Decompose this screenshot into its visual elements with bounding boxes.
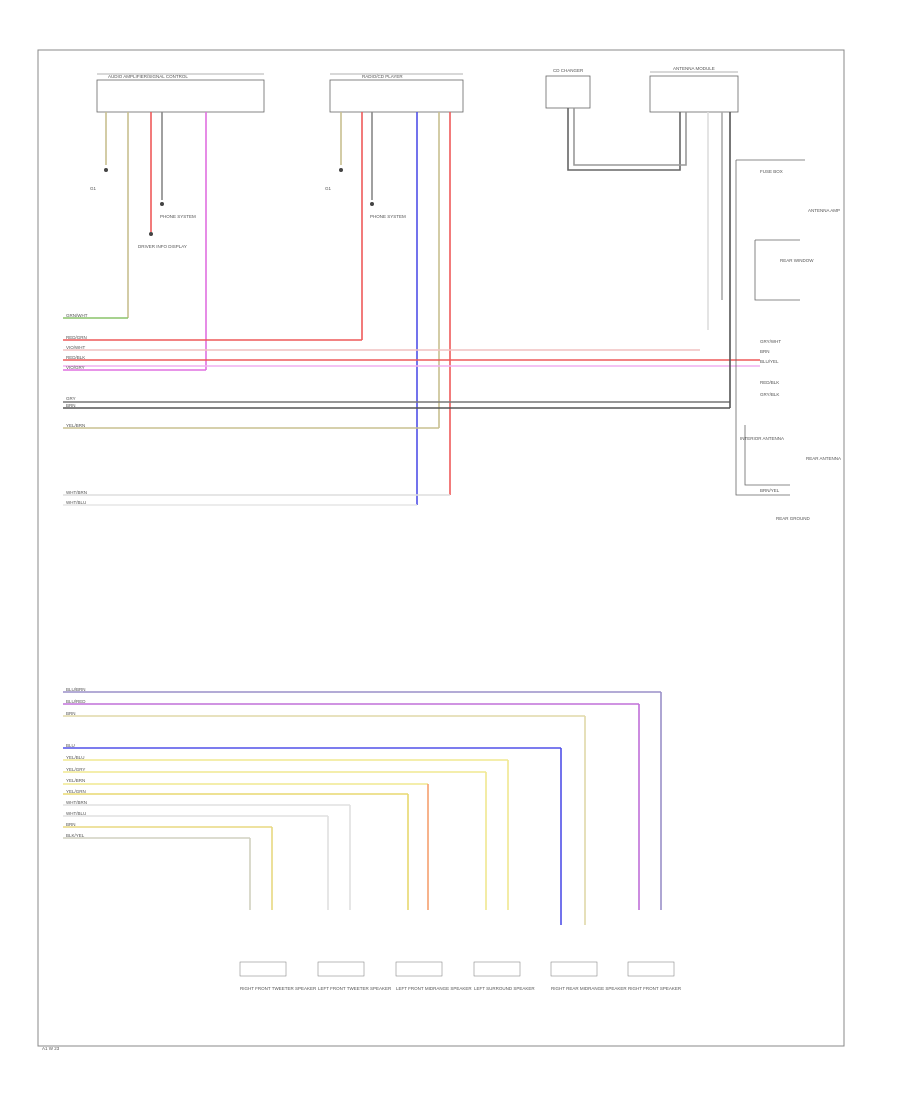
wire-paths bbox=[63, 108, 805, 925]
pin-label-e: GRY/BLK bbox=[760, 392, 779, 397]
antenna-amp-label: ANTENNA AMP bbox=[808, 208, 840, 213]
ground-label-mid: G1 bbox=[325, 186, 332, 191]
audio-amplifier-component: AUDIO AMPLIFIER/SIGNAL CONTROL bbox=[96, 73, 265, 113]
footer-code: A1 W 23 bbox=[42, 1046, 60, 1051]
cd-changer-component: CD CHANGER bbox=[545, 68, 591, 109]
speaker: LEFT FRONT TWEETER SPEAKER bbox=[317, 961, 392, 991]
wire-label: VIO/GRY bbox=[66, 365, 85, 370]
wire-label: YEL/BRN bbox=[66, 423, 85, 428]
wire-label: VIO/WHT bbox=[66, 345, 85, 350]
wire-label: RED/GRN bbox=[66, 335, 87, 340]
speaker-label: LEFT FRONT MIDRANGE SPEAKER bbox=[396, 986, 472, 991]
rear-window-label: REAR WINDOW bbox=[780, 258, 814, 263]
speaker: RIGHT REAR MIDRANGE SPEAKER bbox=[550, 961, 627, 991]
diagram-frame bbox=[37, 49, 845, 1047]
speaker-label: LEFT FRONT TWEETER SPEAKER bbox=[318, 986, 392, 991]
antenna-module-label: ANTENNA MODULE bbox=[673, 66, 715, 71]
speaker-label: RIGHT FRONT TWEETER SPEAKER bbox=[240, 986, 317, 991]
radio-component: RADIO/CD PLAYER bbox=[329, 73, 464, 113]
wire-label: WHT/BRN bbox=[66, 800, 87, 805]
ground-label-left: G1 bbox=[90, 186, 97, 191]
fuse-label: FUSE BOX bbox=[760, 169, 783, 174]
pin-label-d: RED/BLK bbox=[760, 380, 779, 385]
wire-label: BRN bbox=[66, 403, 76, 408]
wire-label: BRN bbox=[66, 822, 76, 827]
cd-changer-label: CD CHANGER bbox=[553, 68, 584, 73]
wire-label: BLU/BRN bbox=[66, 687, 86, 692]
interior-antenna-label: INTERIOR ANTENNA bbox=[740, 436, 784, 441]
amp-ref-label-a: PHONE SYSTEM bbox=[160, 214, 196, 219]
wire-label: GRN/WHT bbox=[66, 313, 88, 318]
wire-label: WHT/BLU bbox=[66, 811, 86, 816]
amp-ref-label-b: DRIVER INFO DISPLAY bbox=[138, 244, 187, 249]
antenna-module-component: ANTENNA MODULE bbox=[649, 66, 739, 113]
rear-ground-label: REAR GROUND bbox=[776, 516, 811, 521]
audio-amplifier-label: AUDIO AMPLIFIER/SIGNAL CONTROL bbox=[108, 74, 188, 79]
speaker: RIGHT FRONT TWEETER SPEAKER bbox=[239, 961, 317, 991]
top-wire-labels: GRN/WHT RED/GRN VIO/WHT RED/BLK VIO/GRY … bbox=[66, 313, 88, 505]
speaker-label: LEFT SURROUND SPEAKER bbox=[474, 986, 535, 991]
wire-label: YEL/GRY bbox=[66, 767, 85, 772]
speaker-label: RIGHT REAR MIDRANGE SPEAKER bbox=[551, 986, 627, 991]
wire-label: YEL/GRN bbox=[66, 789, 86, 794]
wire-label: WHT/BRN bbox=[66, 490, 87, 495]
wire-label: YEL/BRN bbox=[66, 778, 85, 783]
wire-label: WHT/BLU bbox=[66, 500, 86, 505]
rear-antenna-label: REAR ANTENNA bbox=[806, 456, 841, 461]
speaker-row: RIGHT FRONT TWEETER SPEAKER LEFT FRONT T… bbox=[239, 961, 682, 991]
ground-symbols: G1 G1 bbox=[90, 168, 374, 236]
speaker: LEFT SURROUND SPEAKER bbox=[473, 961, 535, 991]
wire-label: YEL/BLU bbox=[66, 755, 85, 760]
wire-label: BLU bbox=[66, 743, 75, 748]
speaker-label: RIGHT FRONT SPEAKER bbox=[628, 986, 682, 991]
wire-label: BLK/YEL bbox=[66, 833, 85, 838]
speaker: LEFT FRONT MIDRANGE SPEAKER bbox=[395, 961, 472, 991]
wire-label: GRY bbox=[66, 396, 76, 401]
pin-label-f: BRN/YEL bbox=[760, 488, 780, 493]
speaker: RIGHT FRONT SPEAKER bbox=[627, 961, 682, 991]
wire-label: BRN bbox=[66, 711, 76, 716]
pin-label-c: BLU/YEL bbox=[760, 359, 779, 364]
radio-label: RADIO/CD PLAYER bbox=[362, 74, 403, 79]
wire-label: RED/BLK bbox=[66, 355, 85, 360]
wire-label: BLU/RED bbox=[66, 699, 86, 704]
radio-ref-label-a: PHONE SYSTEM bbox=[370, 214, 406, 219]
bottom-wire-labels: BLU/BRN BLU/RED BRN BLU YEL/BLU YEL/GRY … bbox=[66, 687, 87, 838]
pin-label-b: BRN bbox=[760, 349, 770, 354]
pin-label-a: GRY/WHT bbox=[760, 339, 781, 344]
